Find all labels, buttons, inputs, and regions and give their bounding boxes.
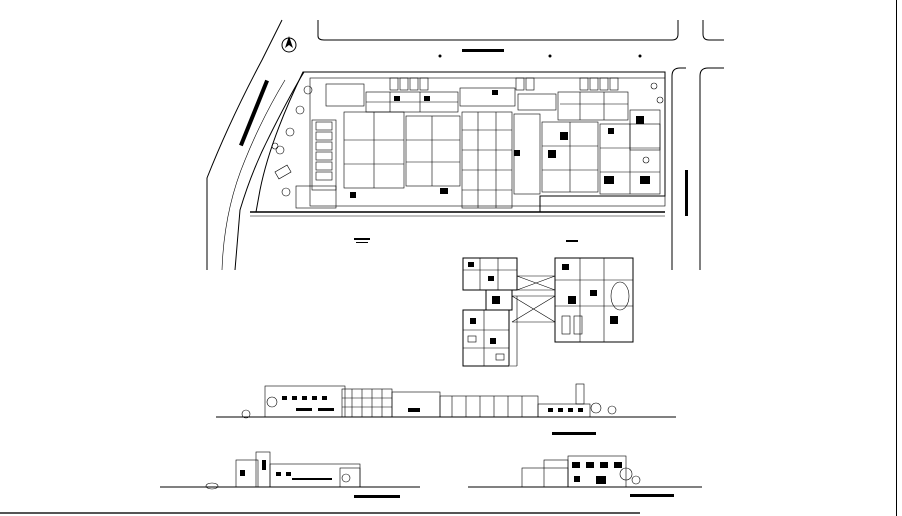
north-arrow-icon xyxy=(281,36,297,53)
top-road-right xyxy=(702,20,724,41)
site-building-footprint xyxy=(295,77,666,209)
site-label-1 xyxy=(354,238,370,240)
right-road-marking xyxy=(685,170,688,216)
top-road-left xyxy=(317,20,679,41)
site-boundary xyxy=(255,71,666,213)
sheet-frame-bottom xyxy=(0,512,640,514)
elevation-scale-bar xyxy=(354,495,400,498)
ground-floor-plan xyxy=(462,257,634,367)
site-label-2 xyxy=(566,240,578,242)
road-edge-outer xyxy=(206,19,283,270)
elevation-scale-bar xyxy=(552,432,596,435)
top-road-marking xyxy=(462,49,504,52)
front-elevation xyxy=(216,383,676,435)
tree-icons xyxy=(241,396,617,419)
road-centerline xyxy=(221,79,286,271)
side-elevation-right xyxy=(468,455,702,497)
right-road-2 xyxy=(699,67,724,270)
road-edge-inner xyxy=(234,71,305,271)
right-road xyxy=(671,67,686,270)
site-plan xyxy=(206,19,724,271)
sheet-frame-right xyxy=(896,0,897,516)
side-elevation-left xyxy=(160,451,420,498)
elevation-scale-bar xyxy=(630,494,674,497)
tree-icons xyxy=(271,82,664,197)
road-marking xyxy=(239,79,269,147)
